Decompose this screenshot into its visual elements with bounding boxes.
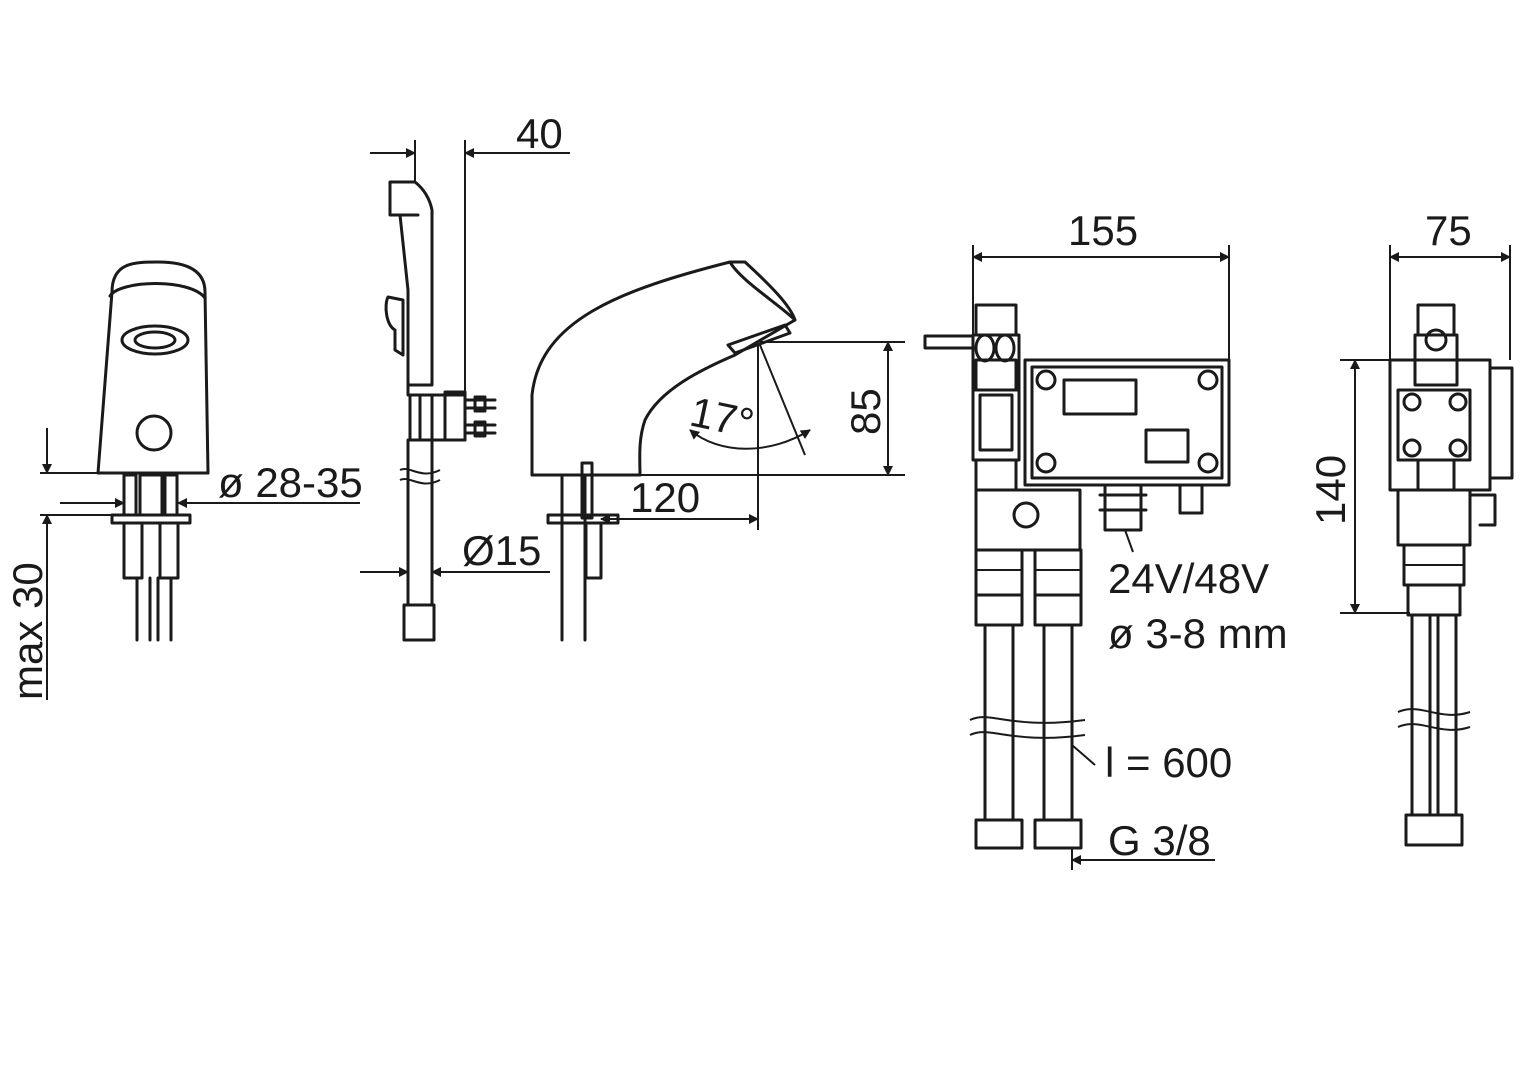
tap-side-view bbox=[360, 140, 570, 642]
annotation-cable-diameter: ø 3-8 mm bbox=[1108, 610, 1288, 657]
dim-label-angle-17: 17° bbox=[686, 388, 758, 447]
dim-label-120: 120 bbox=[630, 474, 700, 521]
dim-label-155: 155 bbox=[1068, 207, 1138, 254]
dim-label-40: 40 bbox=[516, 110, 563, 157]
control-unit-front-view bbox=[923, 245, 1231, 870]
tap-front-view bbox=[40, 260, 360, 700]
dim-label-diameter-28-35: ø 28-35 bbox=[218, 459, 363, 506]
tap-spout-view bbox=[530, 260, 905, 642]
dim-label-85: 85 bbox=[842, 388, 889, 435]
dim-label-diameter-15: Ø15 bbox=[462, 527, 541, 574]
dim-label-75: 75 bbox=[1425, 207, 1472, 254]
dim-label-max-30: max 30 bbox=[4, 562, 51, 700]
control-unit-side-view bbox=[1340, 245, 1514, 847]
dim-label-140: 140 bbox=[1307, 455, 1354, 525]
annotation-hose-length: l = 600 bbox=[1105, 739, 1232, 786]
annotation-voltage: 24V/48V bbox=[1108, 555, 1269, 602]
dimension-labels: 40 155 75 ø 28-35 max 30 Ø15 120 85 17° … bbox=[4, 110, 1472, 864]
annotation-thread: G 3/8 bbox=[1108, 817, 1211, 864]
